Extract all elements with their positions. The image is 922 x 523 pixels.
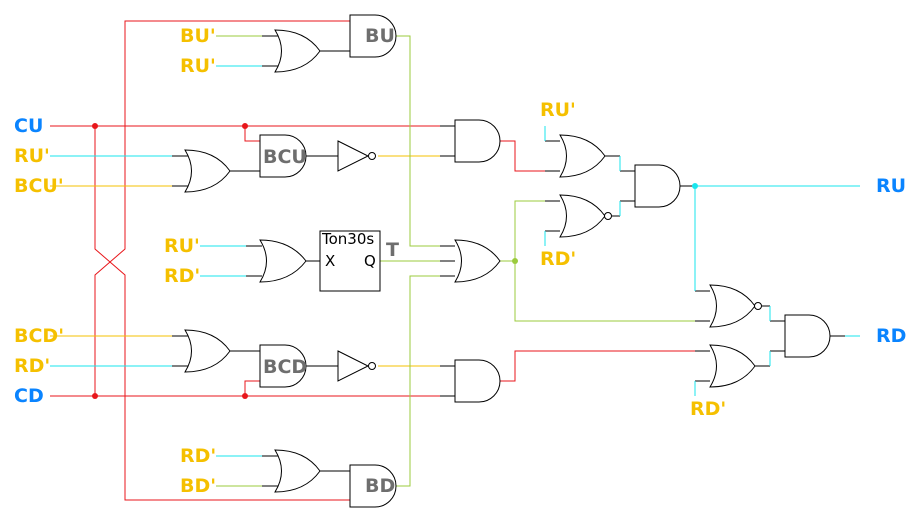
gate-label-bcd: BCD [263,356,307,378]
wire-ru-out [694,185,860,291]
label-bcu-prime: BCU' [14,175,64,197]
wire-and-down-out [500,350,695,382]
label-bcd-prime: BCD' [14,325,64,347]
label-rd-prime-lowright: RD' [690,398,726,420]
and-gate-bcd [259,344,307,388]
wire-bu-out [395,35,440,247]
junction-dot [512,258,518,264]
nor-gate-rd-upper [709,284,756,328]
wire-cu-crossover [94,126,350,501]
gate-label-bu: BU [365,25,395,47]
nor-bubble [754,302,762,310]
wire-bd-out [395,275,440,487]
nor-gate-ru-lower [559,194,606,238]
and-gate-bu [349,14,397,58]
label-cu: CU [14,115,43,137]
timer-port-q: Q [364,252,376,270]
label-rd-prime-timer: RD' [164,265,200,287]
or-gate-middle-3in [454,239,501,283]
and-gate-rd-out [784,314,831,358]
wire-and-up-out [500,140,545,172]
or-gate-bottom [274,449,321,493]
label-rd-prime-bottom: RD' [180,445,216,467]
wire-cd-to-bcd [244,380,260,396]
inverter-bubble [368,152,376,160]
wire-cu-to-bcu [244,126,260,142]
and-gate-bcu [259,134,307,178]
timer-ton30s [319,230,381,292]
and-gate-ru-out [634,164,681,208]
label-bu-prime: BU' [180,25,216,47]
timer-title: Ton30s [321,230,374,248]
label-ru-prime-top: RU' [180,55,216,77]
label-rd-output: RD [876,325,906,347]
wire-cd-crossover [94,20,350,396]
inverter-bubble [368,362,376,370]
gate-label-bcu: BCU [263,146,307,168]
junction-dot [92,393,98,399]
junction-dot [92,123,98,129]
label-cd: CD [14,385,44,407]
label-ru-prime-timer: RU' [164,235,200,257]
timer-out-label: T [386,239,399,261]
junction-dot [692,183,698,189]
wire-mid-or-out [500,200,695,322]
nor-bubble [604,212,612,220]
timer-port-x: X [325,252,335,270]
gate-label-bd: BD [365,475,395,497]
and-gate-upper [454,119,501,163]
junction-dot [242,123,248,129]
or-gate-top [274,29,321,73]
or-gate-ru-upper [559,134,606,178]
label-rd-prime-right: RD' [540,248,576,270]
or-gate-bcu-in [184,149,231,193]
inverter-bcd [337,350,370,382]
and-gate-lower [454,359,501,403]
label-ru-output: RU [876,175,906,197]
junction-dot [242,393,248,399]
or-gate-bcd-in [184,329,231,373]
label-rd-prime-left: RD' [14,355,50,377]
label-ru-prime-left: RU' [14,145,50,167]
and-gate-bd [349,464,397,508]
label-ru-prime-right: RU' [540,99,576,121]
inverter-bcu [337,140,370,172]
label-bd-prime: BD' [180,475,216,497]
or-gate-timer-in [259,239,307,283]
or-gate-rd-lower [709,344,756,388]
